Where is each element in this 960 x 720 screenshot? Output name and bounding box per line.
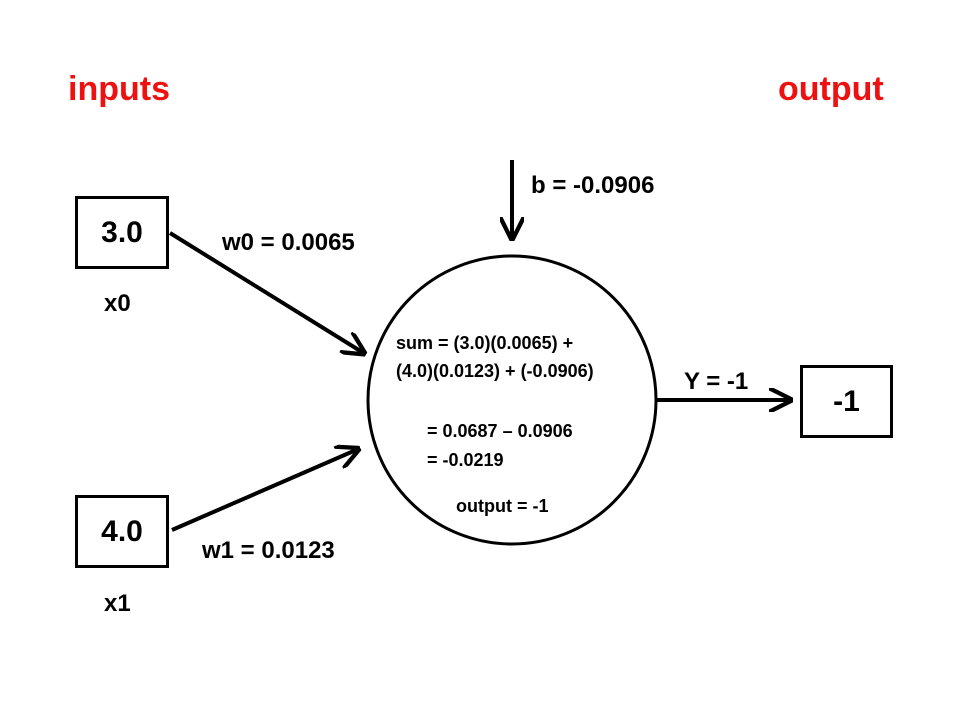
neuron-output-text: output = -1 <box>456 496 549 516</box>
equation-line-2: = -0.0219 <box>427 450 504 470</box>
input-name-x0: x0 <box>104 290 131 317</box>
equation-line-1: = 0.0687 – 0.0906 <box>427 421 573 441</box>
weight-label-w0: w0 = 0.0065 <box>222 229 355 256</box>
input-name-x1: x1 <box>104 590 131 617</box>
sum-line-2: (4.0)(0.0123) + (-0.0906) <box>396 361 594 381</box>
weight-label-w1: w1 = 0.0123 <box>202 537 335 564</box>
input-box-x0: 3.0 <box>75 196 169 269</box>
input-box-x1: 4.0 <box>75 495 169 568</box>
arrow-x0-to-neuron <box>168 231 362 352</box>
output-box: -1 <box>800 365 893 438</box>
sum-line-1: sum = (3.0)(0.0065) + <box>396 333 574 353</box>
arrow-x1-to-neuron <box>171 450 356 532</box>
bias-label: b = -0.0906 <box>531 172 655 199</box>
inputs-heading: inputs <box>68 70 170 108</box>
output-heading: output <box>778 70 884 108</box>
output-y-label: Y = -1 <box>684 368 749 395</box>
